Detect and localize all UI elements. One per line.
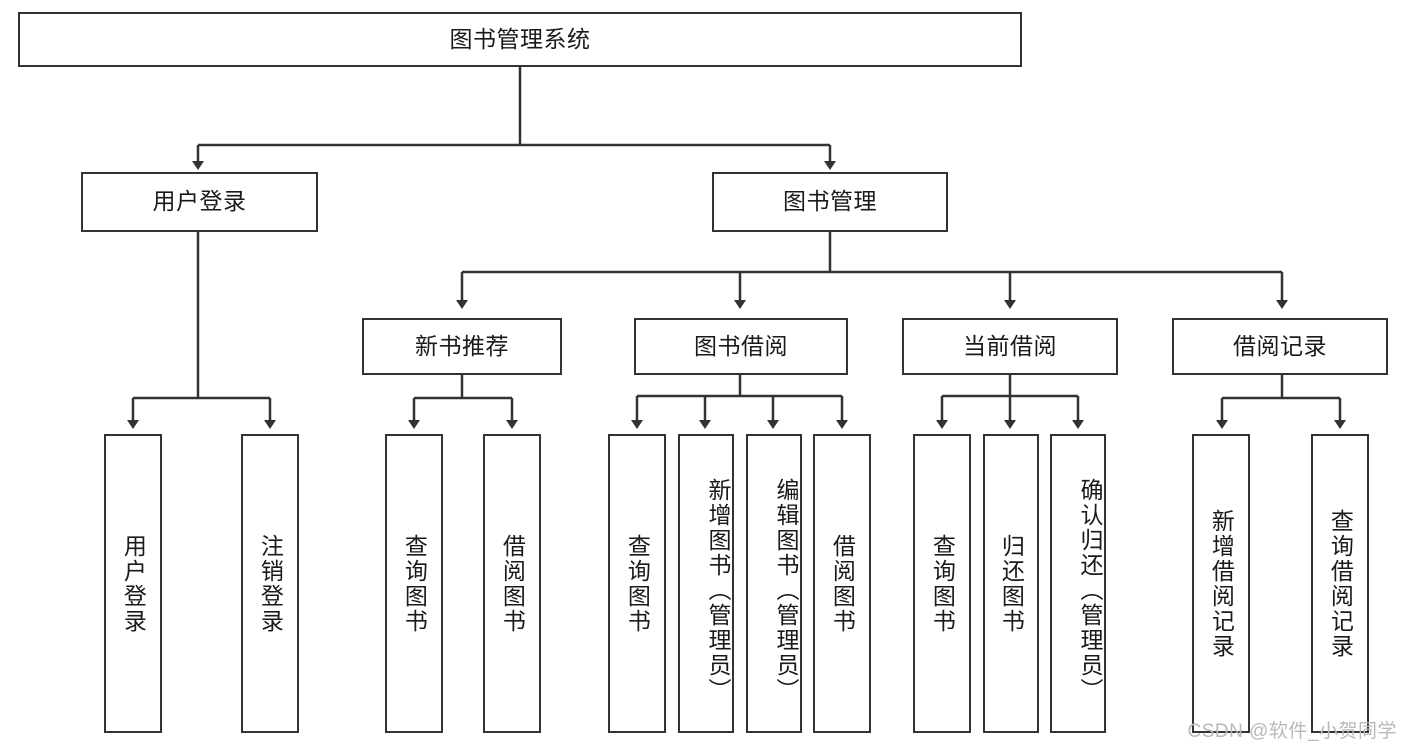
leaf-borrow-book-1[interactable]: 借阅图书 <box>483 434 541 733</box>
node-label: 注销登录 <box>257 533 284 634</box>
leaf-query-book-1[interactable]: 查询图书 <box>385 434 443 733</box>
node-root-book-management-system[interactable]: 图书管理系统 <box>18 12 1022 67</box>
leaf-add-borrow-record[interactable]: 新增借阅记录 <box>1192 434 1250 733</box>
leaf-user-login[interactable]: 用户登录 <box>104 434 162 733</box>
leaf-add-book-admin[interactable]: 新增图书（管理员） <box>678 434 734 733</box>
leaf-logout-login[interactable]: 注销登录 <box>241 434 299 733</box>
node-new-book-recommend[interactable]: 新书推荐 <box>362 318 562 375</box>
node-label: 图书管理系统 <box>449 25 591 52</box>
node-label: 确认归还（管理员） <box>1077 478 1103 703</box>
node-label: 借阅图书 <box>499 533 526 634</box>
node-label: 借阅记录 <box>1233 332 1327 359</box>
node-label: 当前借阅 <box>963 332 1057 359</box>
node-borrow-record[interactable]: 借阅记录 <box>1172 318 1388 375</box>
node-label: 查询借阅记录 <box>1327 508 1354 659</box>
node-label: 借阅图书 <box>829 533 856 634</box>
node-book-management[interactable]: 图书管理 <box>712 172 948 232</box>
node-label: 新增图书（管理员） <box>705 478 731 703</box>
node-label: 查询图书 <box>624 533 651 634</box>
leaf-query-borrow-record[interactable]: 查询借阅记录 <box>1311 434 1369 733</box>
leaf-edit-book-admin[interactable]: 编辑图书（管理员） <box>746 434 802 733</box>
watermark-text: CSDN @软件_小贺同学 <box>1187 721 1397 742</box>
leaf-confirm-return-admin[interactable]: 确认归还（管理员） <box>1050 434 1106 733</box>
node-label: 用户登录 <box>120 533 147 634</box>
node-label: 图书管理 <box>783 188 877 215</box>
node-label: 归还图书 <box>998 533 1025 634</box>
node-current-borrow[interactable]: 当前借阅 <box>902 318 1118 375</box>
node-book-borrow[interactable]: 图书借阅 <box>634 318 848 375</box>
leaf-return-book[interactable]: 归还图书 <box>983 434 1039 733</box>
node-label: 编辑图书（管理员） <box>773 478 799 703</box>
node-label: 查询图书 <box>929 533 956 634</box>
node-label: 新书推荐 <box>415 332 509 359</box>
node-label: 图书借阅 <box>694 332 788 359</box>
node-label: 查询图书 <box>401 533 428 634</box>
node-label: 新增借阅记录 <box>1208 508 1235 659</box>
node-user-login[interactable]: 用户登录 <box>81 172 318 232</box>
leaf-query-book-3[interactable]: 查询图书 <box>913 434 971 733</box>
leaf-borrow-book-2[interactable]: 借阅图书 <box>813 434 871 733</box>
node-label: 用户登录 <box>152 188 247 215</box>
leaf-query-book-2[interactable]: 查询图书 <box>608 434 666 733</box>
